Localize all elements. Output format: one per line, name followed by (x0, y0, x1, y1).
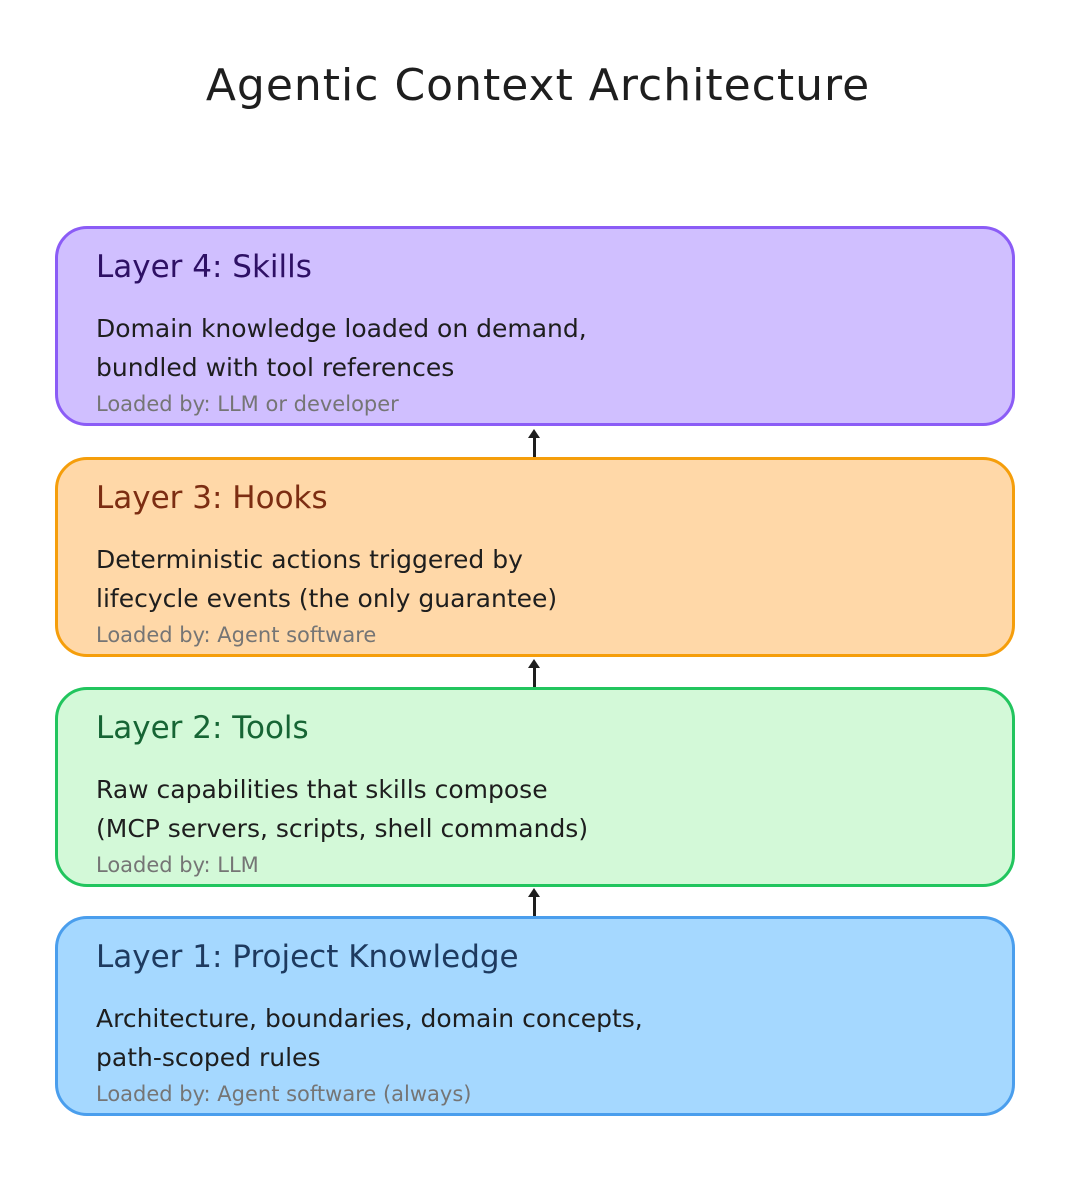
layer-2-tools: Layer 2: Tools Raw capabilities that ski… (55, 687, 1015, 887)
arrow-up-icon (528, 659, 540, 687)
layer-4-skills: Layer 4: Skills Domain knowledge loaded … (55, 226, 1015, 426)
layer-description: Raw capabilities that skills compose (MC… (96, 775, 589, 843)
layer-description: Architecture, boundaries, domain concept… (96, 1004, 643, 1072)
layer-3-hooks: Layer 3: Hooks Deterministic actions tri… (55, 457, 1015, 657)
layer-loaded-by: Loaded by: LLM or developer (96, 392, 399, 416)
layer-1-project-knowledge: Layer 1: Project Knowledge Architecture,… (55, 916, 1015, 1116)
layer-title: Layer 3: Hooks (96, 480, 328, 516)
arrow-up-icon (528, 888, 540, 916)
diagram-title: Agentic Context Architecture (205, 60, 871, 111)
layer-title: Layer 2: Tools (96, 710, 309, 746)
layer-description: Domain knowledge loaded on demand, bundl… (96, 314, 587, 382)
arrow-up-icon (528, 429, 540, 457)
layer-description: Deterministic actions triggered by lifec… (96, 545, 558, 613)
layer-title: Layer 1: Project Knowledge (96, 939, 519, 975)
layer-loaded-by: Loaded by: LLM (96, 853, 259, 877)
layer-loaded-by: Loaded by: Agent software (96, 623, 377, 647)
layer-title: Layer 4: Skills (96, 249, 312, 285)
layer-loaded-by: Loaded by: Agent software (always) (96, 1082, 472, 1106)
